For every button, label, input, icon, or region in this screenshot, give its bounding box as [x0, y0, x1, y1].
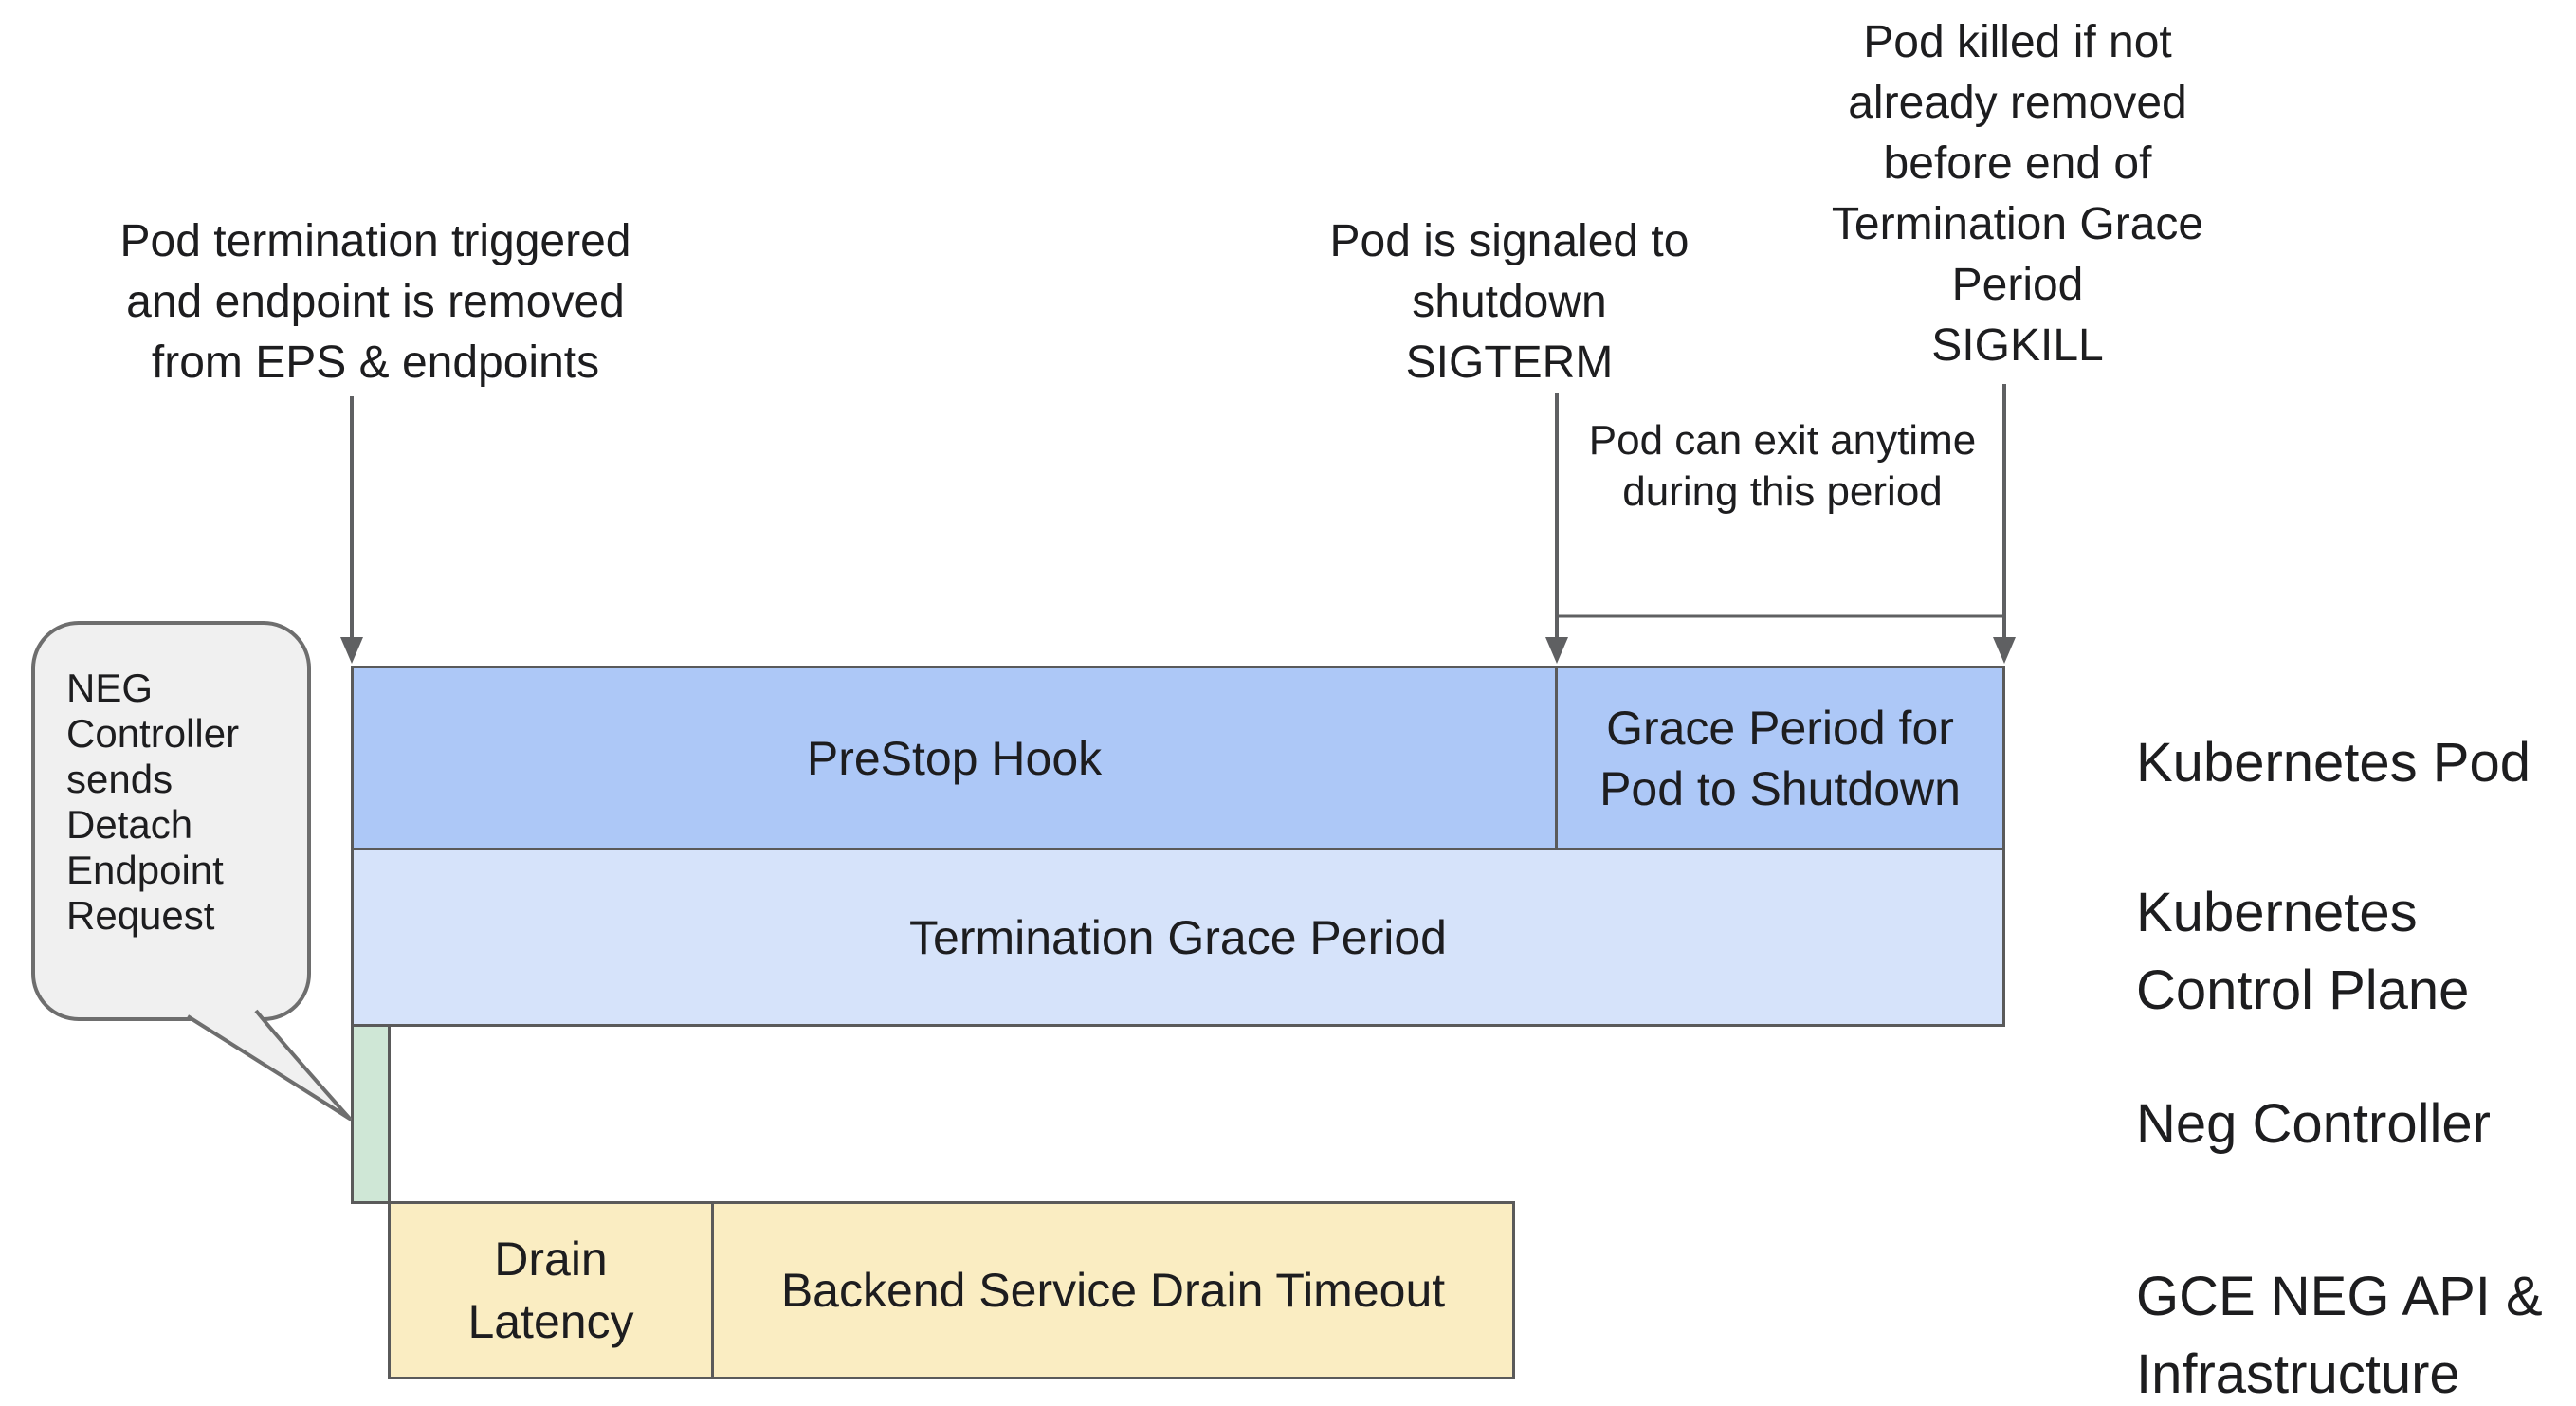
speech-bubble-line: Request — [66, 893, 215, 938]
down-arrowhead-icon — [1993, 637, 2016, 664]
lane-label-line: Neg Controller — [2136, 1093, 2491, 1155]
annotation-line: from EPS & endpoints — [151, 338, 600, 388]
speech-bubble-line: Controller — [66, 711, 240, 756]
annotation-line: and endpoint is removed — [126, 277, 625, 327]
annotation-line: Pod killed if not — [1863, 17, 2172, 67]
bar-label: Grace Period for — [1606, 701, 1954, 755]
annotation-exit-anytime: Pod can exit anytime during this period — [1569, 415, 1996, 518]
annotation-endpoint-removed: Pod termination triggered and endpoint i… — [44, 211, 707, 393]
lane-label-line: Infrastructure — [2136, 1343, 2460, 1405]
neg-controller-speech-bubble: NEG Controller sends Detach Endpoint Req… — [31, 621, 311, 1021]
lane-label-neg-controller: Neg Controller — [2136, 1086, 2491, 1163]
bar-drain-latency: Drain Latency — [388, 1201, 714, 1379]
lane-label-kubernetes-pod: Kubernetes Pod — [2136, 724, 2530, 802]
bar-neg-detach-request — [351, 1024, 391, 1204]
annotation-line: SIGTERM — [1405, 338, 1614, 388]
speech-bubble-line: NEG — [66, 666, 154, 710]
down-arrowhead-icon — [1545, 637, 1568, 664]
sigkill-arrow — [1993, 384, 2016, 664]
annotation-line: Pod is signaled to — [1329, 216, 1690, 266]
speech-bubble-line: sends — [66, 757, 174, 801]
annotation-line: before end of — [1883, 138, 2152, 189]
annotation-line: Pod termination triggered — [119, 216, 631, 266]
bar-label: Termination Grace Period — [909, 910, 1447, 964]
bar-termination-grace-period: Termination Grace Period — [351, 848, 2005, 1027]
annotation-line: during this period — [1622, 468, 1943, 515]
annotation-line: Period — [1951, 260, 2084, 310]
endpoint-removed-arrow — [340, 396, 363, 664]
lane-label-gce-neg-api: GCE NEG API & Infrastructure — [2136, 1258, 2543, 1406]
annotation-sigkill: Pod killed if not already removed before… — [1733, 12, 2302, 376]
bar-backend-service-drain-timeout: Backend Service Drain Timeout — [711, 1201, 1515, 1379]
annotation-line: shutdown — [1412, 277, 1607, 327]
lane-label-line: Kubernetes — [2136, 882, 2418, 943]
annotation-line: Pod can exit anytime — [1588, 417, 1977, 464]
lane-label-line: GCE NEG API & — [2136, 1266, 2543, 1327]
bar-label: Latency — [467, 1295, 634, 1348]
annotation-line: Termination Grace — [1831, 199, 2204, 249]
bar-label: Backend Service Drain Timeout — [780, 1264, 1446, 1317]
speech-bubble-line: Endpoint — [66, 848, 224, 892]
lane-label-kubernetes-control-plane: Kubernetes Control Plane — [2136, 874, 2469, 1030]
speech-bubble-tail — [186, 1009, 352, 1121]
lane-label-line: Control Plane — [2136, 959, 2470, 1021]
down-arrowhead-icon — [340, 637, 363, 664]
bar-grace-period-pod-shutdown: Grace Period for Pod to Shutdown — [1555, 666, 2005, 850]
annotation-sigterm: Pod is signaled to shutdown SIGTERM — [1225, 211, 1794, 393]
lane-label-line: Kubernetes Pod — [2136, 732, 2530, 794]
sigterm-arrow — [1545, 393, 1568, 664]
bar-label: Drain — [494, 1233, 608, 1286]
bar-prestop-hook: PreStop Hook — [351, 666, 1558, 850]
annotation-line: SIGKILL — [1931, 320, 2104, 371]
bar-label: Pod to Shutdown — [1599, 761, 1961, 815]
speech-bubble-line: Detach — [66, 802, 193, 847]
annotation-line: already removed — [1848, 78, 2187, 128]
bar-label: PreStop Hook — [806, 731, 1103, 785]
